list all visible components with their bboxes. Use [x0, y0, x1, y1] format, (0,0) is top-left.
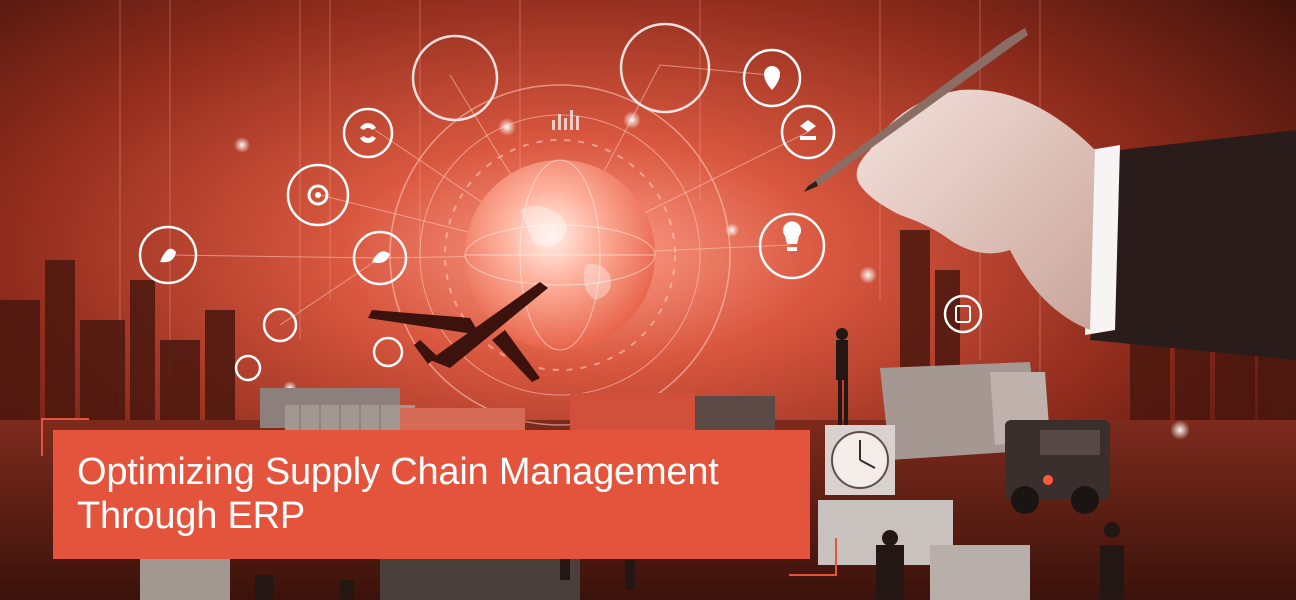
title-line-1: Optimizing Supply Chain Management	[77, 451, 719, 493]
frame-corner-top-left	[41, 418, 89, 456]
frame-corner-bottom-right	[789, 538, 837, 576]
title-panel: Optimizing Supply Chain Management Throu…	[53, 430, 810, 559]
title-line-2: Through ERP	[77, 495, 306, 537]
page-title: Optimizing Supply Chain Management Throu…	[77, 450, 810, 538]
